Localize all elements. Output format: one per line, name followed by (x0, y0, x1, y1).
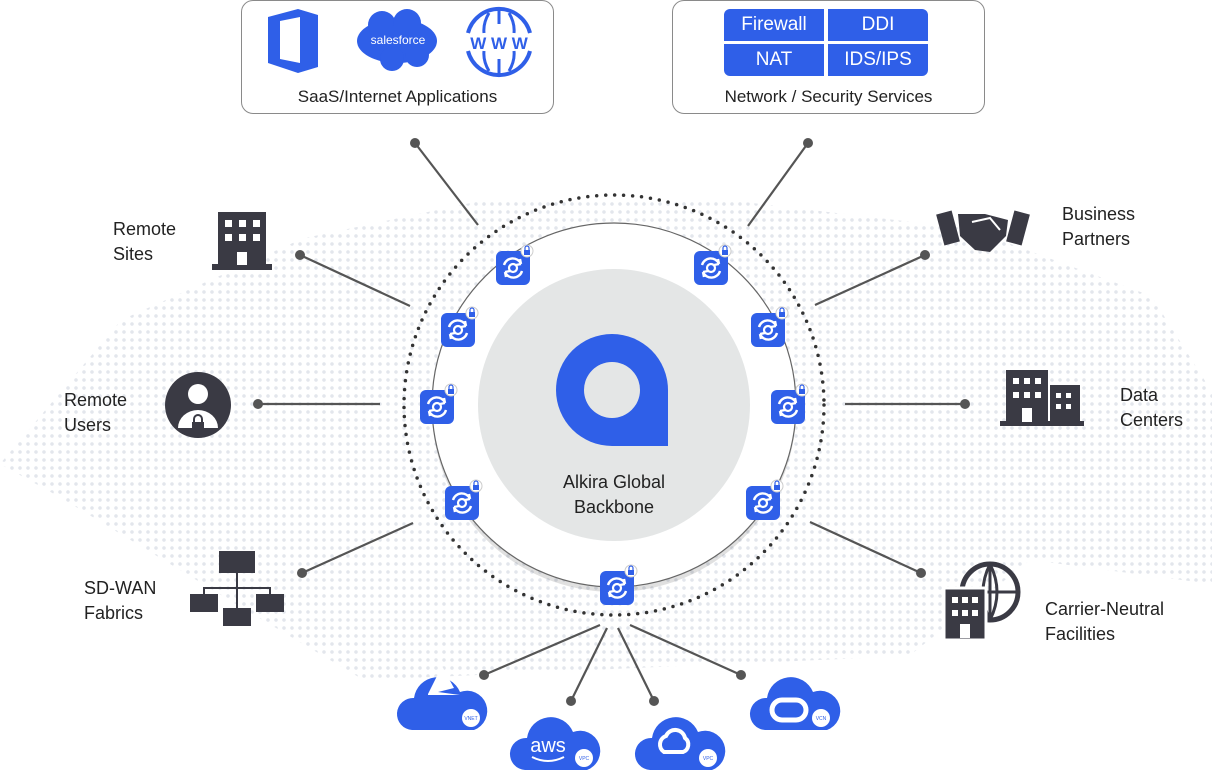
salesforce-icon: salesforce (357, 9, 437, 71)
network-tree-icon (190, 551, 284, 626)
label-line: Fabrics (84, 603, 144, 623)
label-line: SD-WAN (84, 578, 157, 598)
data-center-icon (1000, 370, 1084, 426)
label-line: Facilities (1045, 624, 1116, 644)
saas-icons: salesforce W W W (268, 6, 532, 78)
aws-cloud[interactable]: aws VPC (509, 717, 601, 770)
saas-apps-box: salesforce W W W SaaS/Internet Applicati… (241, 0, 554, 114)
carrier-building-icon (942, 561, 1021, 642)
network-security-box: Firewall DDI NAT IDS/IPS Network / Secur… (672, 0, 985, 114)
gcp-cloud[interactable]: VPC (634, 717, 726, 770)
connector-dots (253, 138, 970, 706)
saas-apps-caption: SaaS/Internet Applications (297, 87, 498, 106)
oracle-logo-icon (769, 697, 809, 723)
connector-lines (258, 142, 965, 702)
cloud-badge: VCN (816, 716, 827, 722)
label-line: Carrier-Neutral (1045, 599, 1165, 619)
handshake-icon (936, 210, 1030, 252)
backbone-title-line1: Alkira Global (562, 472, 666, 492)
label-line: Business (1062, 204, 1136, 224)
label-line: Remote (64, 390, 128, 410)
azure-cloud[interactable]: VNET (396, 666, 488, 730)
service-nat[interactable]: NAT (724, 44, 824, 76)
building-icon (212, 212, 272, 270)
www-globe-icon: W W W (466, 6, 532, 78)
cloud-badge: VPC (703, 756, 714, 762)
salesforce-logo-text: salesforce (371, 33, 426, 47)
oracle-cloud[interactable]: VCN (749, 677, 841, 730)
label-line: Partners (1062, 229, 1131, 249)
node-icon[interactable] (494, 243, 535, 287)
service-ddi[interactable]: DDI (828, 9, 928, 41)
user-lock-icon (165, 372, 231, 438)
label-line: Centers (1120, 410, 1184, 430)
label-line: Remote (113, 219, 177, 239)
service-firewall[interactable]: Firewall (724, 9, 824, 41)
service-ids-ips[interactable]: IDS/IPS (828, 44, 928, 76)
label-sdwan-fabrics: SD-WAN Fabrics (84, 576, 156, 626)
azure-logo-icon (428, 666, 460, 695)
cloud-badge: VPC (579, 756, 590, 762)
node-icon[interactable] (418, 382, 459, 426)
label-line: Users (64, 415, 112, 435)
alkira-logo (556, 334, 668, 446)
aws-logo-text: aws (530, 735, 566, 757)
network-security-caption: Network / Security Services (724, 87, 933, 106)
label-line: Data (1120, 385, 1159, 405)
backbone-title: Alkira Global Backbone (514, 470, 714, 520)
www-text: W W W (470, 34, 529, 53)
node-icon[interactable] (439, 305, 480, 349)
label-line: Sites (113, 244, 154, 264)
gcp-logo-icon (658, 727, 691, 754)
cloud-badge: VNET (464, 716, 477, 722)
dotted-ring (402, 193, 826, 617)
backbone-title-line2: Backbone (573, 497, 655, 517)
office-icon (268, 9, 318, 73)
